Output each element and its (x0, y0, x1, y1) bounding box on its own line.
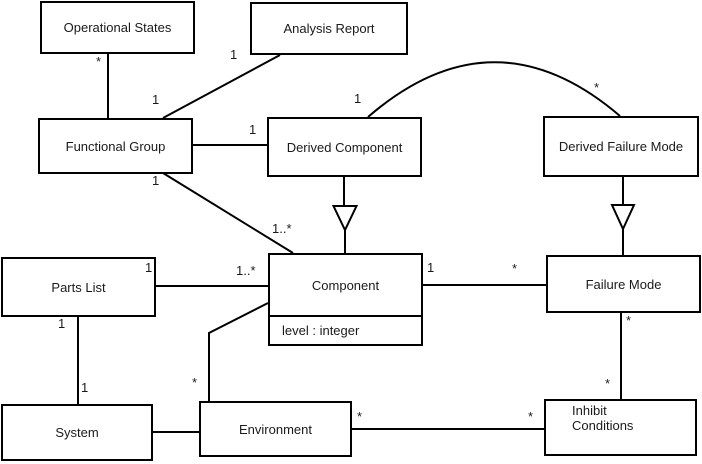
association-functional-group-analysis-report (162, 54, 281, 119)
multiplicity-label: * (594, 80, 600, 95)
class-name: Component (311, 277, 380, 293)
multiplicity-label: 1 (249, 122, 257, 137)
multiplicity-label: * (357, 409, 363, 424)
multiplicity-label: * (96, 54, 102, 69)
multiplicity-label: 1 (354, 91, 362, 106)
class-box-analysis-report[interactable]: Analysis Report (250, 2, 408, 55)
generalization-derived-component-component (331, 176, 359, 253)
multiplicity-label: 1 (81, 380, 89, 395)
multiplicity-label: * (192, 375, 198, 390)
multiplicity-label: * (528, 409, 534, 424)
multiplicity-label: 1 (152, 173, 160, 188)
multiplicity-label: 1..* (236, 263, 256, 278)
multiplicity-label: 1 (152, 92, 160, 107)
class-box-failure-mode[interactable]: Failure Mode (546, 255, 701, 313)
class-box-parts-list[interactable]: Parts List (1, 257, 156, 317)
generalization-triangle-icon (331, 205, 359, 233)
class-box-inhibit-conditions[interactable]: Inhibit Conditions (544, 399, 697, 456)
class-box-operational-states[interactable]: Operational States (40, 1, 195, 54)
class-name: Environment (239, 421, 312, 437)
association-derived-component-derived-failure-mode-arc (367, 61, 621, 118)
class-box-derived-failure-mode[interactable]: Derived Failure Mode (543, 116, 699, 177)
multiplicity-label: * (626, 313, 632, 328)
association-component-environment (208, 302, 269, 401)
class-name: Derived Failure Mode (558, 139, 684, 154)
class-box-functional-group[interactable]: Functional Group (38, 118, 193, 174)
class-box-system[interactable]: System (1, 404, 153, 461)
generalization-triangle-icon (610, 204, 636, 232)
class-name: Failure Mode (585, 276, 662, 292)
association-functional-group-component (162, 172, 294, 254)
class-attribute: level : integer (282, 323, 360, 338)
multiplicity-label: 1 (145, 260, 153, 275)
class-name: Inhibit Conditions (572, 403, 634, 433)
class-name: Operational States (63, 20, 172, 35)
component-name-compartment: Component (270, 255, 421, 317)
class-box-component[interactable]: Component level : integer (268, 253, 423, 346)
component-attribute-compartment: level : integer (270, 317, 421, 344)
multiplicity-label: * (512, 261, 518, 276)
multiplicity-label: * (605, 376, 611, 391)
class-name: Parts List (51, 279, 106, 295)
multiplicity-label: 1 (58, 316, 66, 331)
class-box-environment[interactable]: Environment (199, 401, 352, 457)
multiplicity-label: 1 (427, 260, 435, 275)
class-name: Functional Group (65, 138, 166, 154)
class-name: Analysis Report (283, 21, 375, 36)
generalization-derived-failure-mode-failure-mode (610, 177, 636, 255)
class-name: Derived Component (286, 139, 403, 155)
class-name: System (55, 425, 99, 440)
multiplicity-label: 1 (230, 47, 238, 62)
multiplicity-label: 1..* (272, 221, 292, 236)
class-box-derived-component[interactable]: Derived Component (267, 117, 422, 177)
